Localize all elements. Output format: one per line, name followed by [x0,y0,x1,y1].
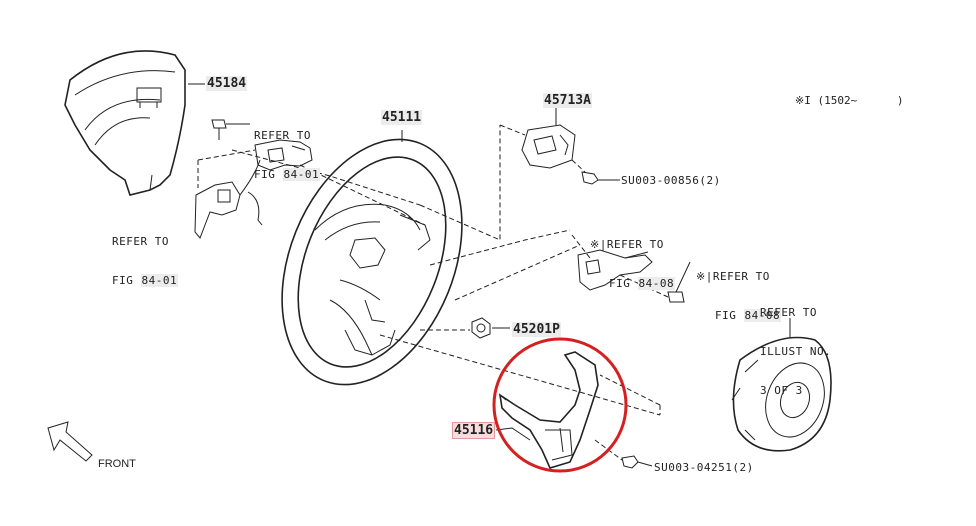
model-note: ※I (1502~ ) [795,94,904,107]
refer-to-illust-3-of-3[interactable]: REFER TO ILLUST NO. 3 OF 3 [760,306,832,397]
refer-to-fig-84-01-upper[interactable]: REFER TO FIG 84-01 [254,129,321,181]
screw-upper-left [211,119,250,140]
paddle-switch-left [194,159,263,239]
front-label: FRONT [98,458,136,470]
screw-00856 [571,159,620,185]
part-number-45111[interactable]: 45111 [381,110,423,125]
part-number-45116[interactable]: 45116 [451,422,496,439]
lower-cover-45116-drawing [498,351,599,469]
refer-to-fig-84-08-right[interactable]: ※|REFER TO FIG 84-08 [696,270,782,322]
steering-wheel-drawing [281,138,463,386]
fig-link[interactable]: 84-01 [282,168,321,181]
nut-45201p-drawing [471,317,510,339]
fastener-su003-04251[interactable]: SU003-04251(2) [654,461,754,474]
horn-pad-drawing [731,318,832,452]
highlight-circle [492,337,628,473]
front-arrow-icon [47,421,93,462]
part-number-45713a[interactable]: 45713A [543,93,592,108]
fig-link[interactable]: 84-08 [743,309,782,322]
refer-to-fig-84-08-left[interactable]: ※|REFER TO FIG 84-08 [590,238,676,290]
part-number-45201p[interactable]: 45201P [512,322,561,337]
refer-to-fig-84-01-lower[interactable]: REFER TO FIG 84-01 [112,235,179,287]
fig-link[interactable]: 84-01 [140,274,179,287]
part-number-45184[interactable]: 45184 [206,76,248,91]
fastener-su003-00856[interactable]: SU003-00856(2) [621,174,721,187]
column-cover-drawing [64,50,186,196]
fig-link[interactable]: 84-08 [637,277,676,290]
switch-45713a-drawing [521,108,576,169]
paddle-switch-right [577,249,653,291]
paddle-switch-upper [254,139,313,171]
